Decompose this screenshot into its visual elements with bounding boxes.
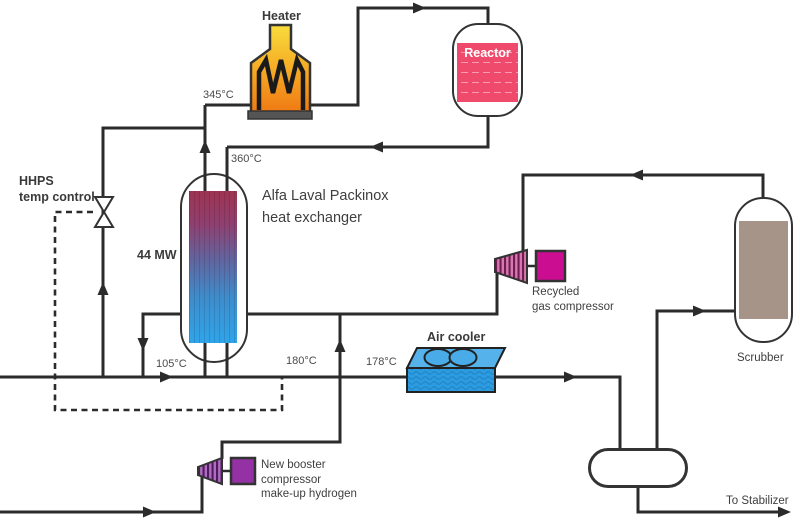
arrow-to-scrubber-right xyxy=(693,305,706,317)
air-cooler-front xyxy=(407,368,495,392)
reactor-catalyst-bed xyxy=(457,43,518,102)
recycled-compressor-label: Recycled gas compressor xyxy=(532,286,614,313)
hydrogen-feed-line xyxy=(0,470,204,514)
heater-symbol xyxy=(247,23,313,120)
compressor-cone-icon xyxy=(494,248,528,285)
fan-icon xyxy=(448,348,478,367)
air-cooler-label: Air cooler xyxy=(427,330,486,344)
arrow-feed-right xyxy=(160,371,173,383)
arrow-hydrogen-right xyxy=(143,506,156,518)
reactor-outlet-line xyxy=(227,114,490,149)
reactor-label: Reactor xyxy=(464,46,511,60)
arrow-booster-up xyxy=(334,339,346,352)
arrow-scrubber-overhead-left xyxy=(630,169,643,181)
temp-105: 105°C xyxy=(156,358,187,370)
compressor-motor xyxy=(534,249,567,283)
arrow-to-reactor-right xyxy=(413,2,426,14)
hhps-valve-symbol xyxy=(93,196,115,228)
recycled-gas-compressor-symbol xyxy=(494,248,567,285)
temp-360: 360°C xyxy=(231,153,262,165)
arrow-hx-outlet-up xyxy=(199,140,211,153)
booster-compressor-symbol xyxy=(197,456,257,486)
booster-compressor-label: New booster compressor make-up hydrogen xyxy=(261,459,357,500)
scrubber-overhead-line xyxy=(521,173,765,252)
valve-bottom-triangle xyxy=(93,210,115,228)
pipes xyxy=(0,6,779,514)
heater-label: Heater xyxy=(262,9,301,23)
feed-product-line xyxy=(0,375,622,448)
arrow-cooler-out-right xyxy=(564,371,577,383)
hhps-label: HHPS temp control xyxy=(19,174,95,204)
heat-exchanger-core xyxy=(189,191,237,343)
air-cooler-symbol xyxy=(405,347,507,393)
separator-to-scrubber-line xyxy=(655,309,734,448)
valve-top-triangle xyxy=(93,196,115,214)
fan-icon xyxy=(423,348,453,367)
reactor-vessel: Reactor xyxy=(452,23,523,117)
separator-drum xyxy=(588,448,688,488)
heater-to-reactor-line xyxy=(205,6,490,107)
temp-178: 178°C xyxy=(366,356,397,368)
temp-180: 180°C xyxy=(286,355,317,367)
arrow-bypass-up xyxy=(97,282,109,295)
duty-label: 44 MW xyxy=(137,248,177,262)
heater-flame-icon xyxy=(256,53,306,110)
air-cooler-top xyxy=(405,347,507,369)
scrubber-packing xyxy=(739,221,788,319)
temp-345: 345°C xyxy=(203,89,234,101)
scrubber-label: Scrubber xyxy=(737,352,784,364)
heat-exchanger-label: Alfa Laval Packinox heat exchanger xyxy=(262,188,389,226)
arrow-reactor-out-left xyxy=(370,141,383,153)
heater-base xyxy=(247,110,313,120)
to-stabilizer-label: To Stabilizer xyxy=(726,495,789,507)
compressor-motor xyxy=(229,456,257,486)
air-cooler-front-waves xyxy=(406,367,496,393)
compressor-cone-icon xyxy=(197,456,223,486)
heater-body xyxy=(249,23,312,115)
arrow-recycle-down xyxy=(137,338,149,351)
scrubber-vessel xyxy=(734,197,793,343)
